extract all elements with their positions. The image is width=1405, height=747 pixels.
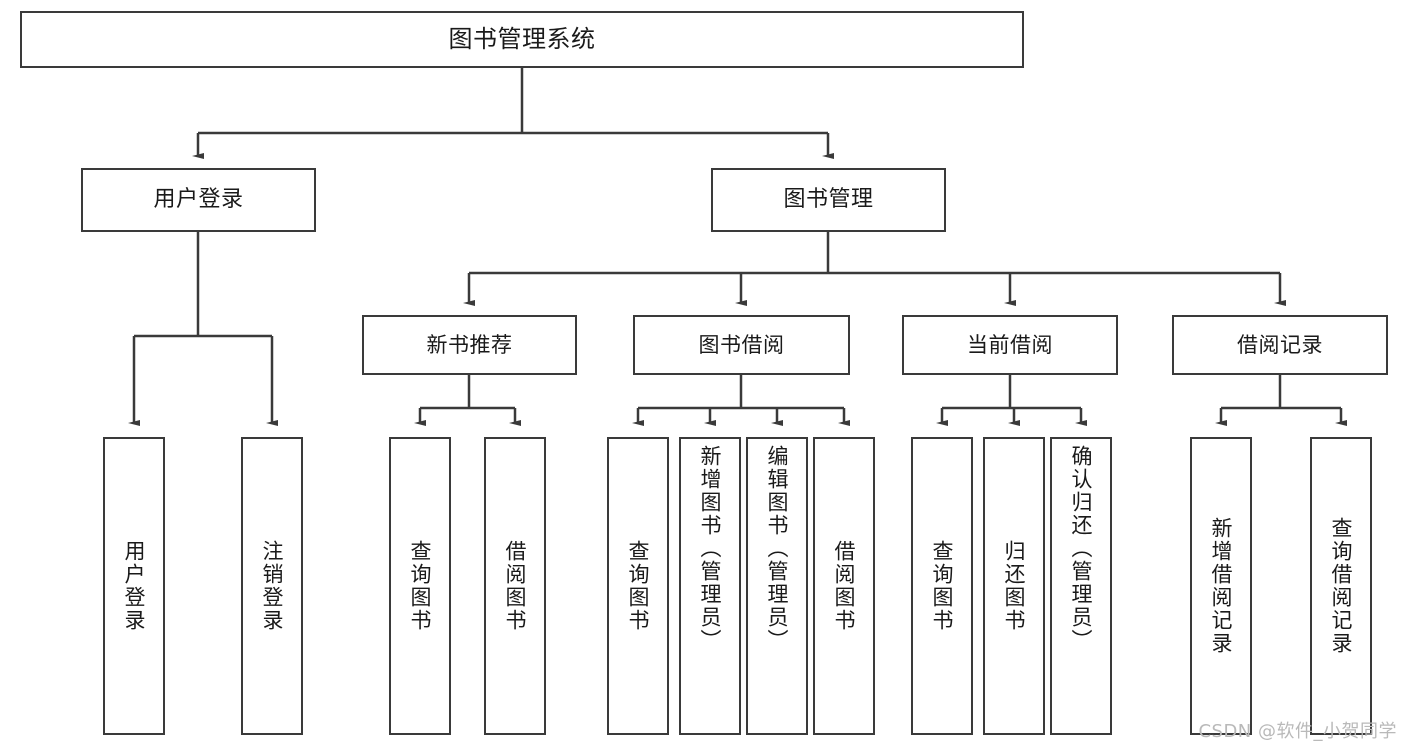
node-leaf-return-book-label: 归还图书 — [1002, 540, 1027, 632]
node-leaf-user-login-label: 用户登录 — [122, 540, 147, 632]
node-leaf-return-book[interactable]: 归还图书 — [983, 437, 1045, 735]
node-borrow-record-label: 借阅记录 — [1237, 332, 1323, 357]
node-leaf-query-book-borrow-label: 查询图书 — [626, 540, 651, 632]
node-user-login[interactable]: 用户登录 — [81, 168, 316, 232]
node-leaf-user-logout-label: 注销登录 — [260, 540, 285, 632]
node-leaf-query-book-rec[interactable]: 查询图书 — [389, 437, 451, 735]
node-leaf-query-book-cur-label: 查询图书 — [930, 540, 955, 632]
node-borrow-record[interactable]: 借阅记录 — [1172, 315, 1388, 375]
node-current-borrow-label: 当前借阅 — [967, 332, 1053, 357]
node-book-borrow-label: 图书借阅 — [698, 332, 785, 357]
node-leaf-add-book-admin-label: 新增图书（管理员） — [698, 445, 723, 652]
node-leaf-add-book-admin[interactable]: 新增图书（管理员） — [679, 437, 741, 735]
node-leaf-query-book-rec-label: 查询图书 — [408, 540, 433, 632]
node-book-borrow[interactable]: 图书借阅 — [633, 315, 850, 375]
node-book-manage[interactable]: 图书管理 — [711, 168, 946, 232]
node-leaf-add-borrow-record[interactable]: 新增借阅记录 — [1190, 437, 1252, 735]
node-leaf-query-borrow-record-label: 查询借阅记录 — [1329, 517, 1354, 655]
node-leaf-query-book-borrow[interactable]: 查询图书 — [607, 437, 669, 735]
node-new-book-recommend[interactable]: 新书推荐 — [362, 315, 577, 375]
node-current-borrow[interactable]: 当前借阅 — [902, 315, 1118, 375]
node-leaf-query-borrow-record[interactable]: 查询借阅记录 — [1310, 437, 1372, 735]
node-leaf-edit-book-admin-label: 编辑图书（管理员） — [765, 445, 790, 652]
node-leaf-borrow-book[interactable]: 借阅图书 — [813, 437, 875, 735]
node-leaf-edit-book-admin[interactable]: 编辑图书（管理员） — [746, 437, 808, 735]
node-leaf-query-book-cur[interactable]: 查询图书 — [911, 437, 973, 735]
node-leaf-borrow-book-rec[interactable]: 借阅图书 — [484, 437, 546, 735]
node-leaf-borrow-book-label: 借阅图书 — [832, 540, 857, 632]
node-leaf-user-login[interactable]: 用户登录 — [103, 437, 165, 735]
node-user-login-label: 用户登录 — [153, 187, 244, 213]
node-book-manage-label: 图书管理 — [783, 187, 874, 213]
node-leaf-user-logout[interactable]: 注销登录 — [241, 437, 303, 735]
node-new-book-recommend-label: 新书推荐 — [426, 332, 513, 357]
node-root-system-label: 图书管理系统 — [448, 25, 596, 54]
node-leaf-confirm-return-admin-label: 确认归还（管理员） — [1069, 445, 1094, 652]
node-root-system[interactable]: 图书管理系统 — [20, 11, 1024, 68]
node-leaf-confirm-return-admin[interactable]: 确认归还（管理员） — [1050, 437, 1112, 735]
node-leaf-add-borrow-record-label: 新增借阅记录 — [1209, 517, 1234, 655]
csdn-watermark: CSDN @软件_小贺同学 — [1198, 721, 1397, 742]
node-leaf-borrow-book-rec-label: 借阅图书 — [503, 540, 528, 632]
